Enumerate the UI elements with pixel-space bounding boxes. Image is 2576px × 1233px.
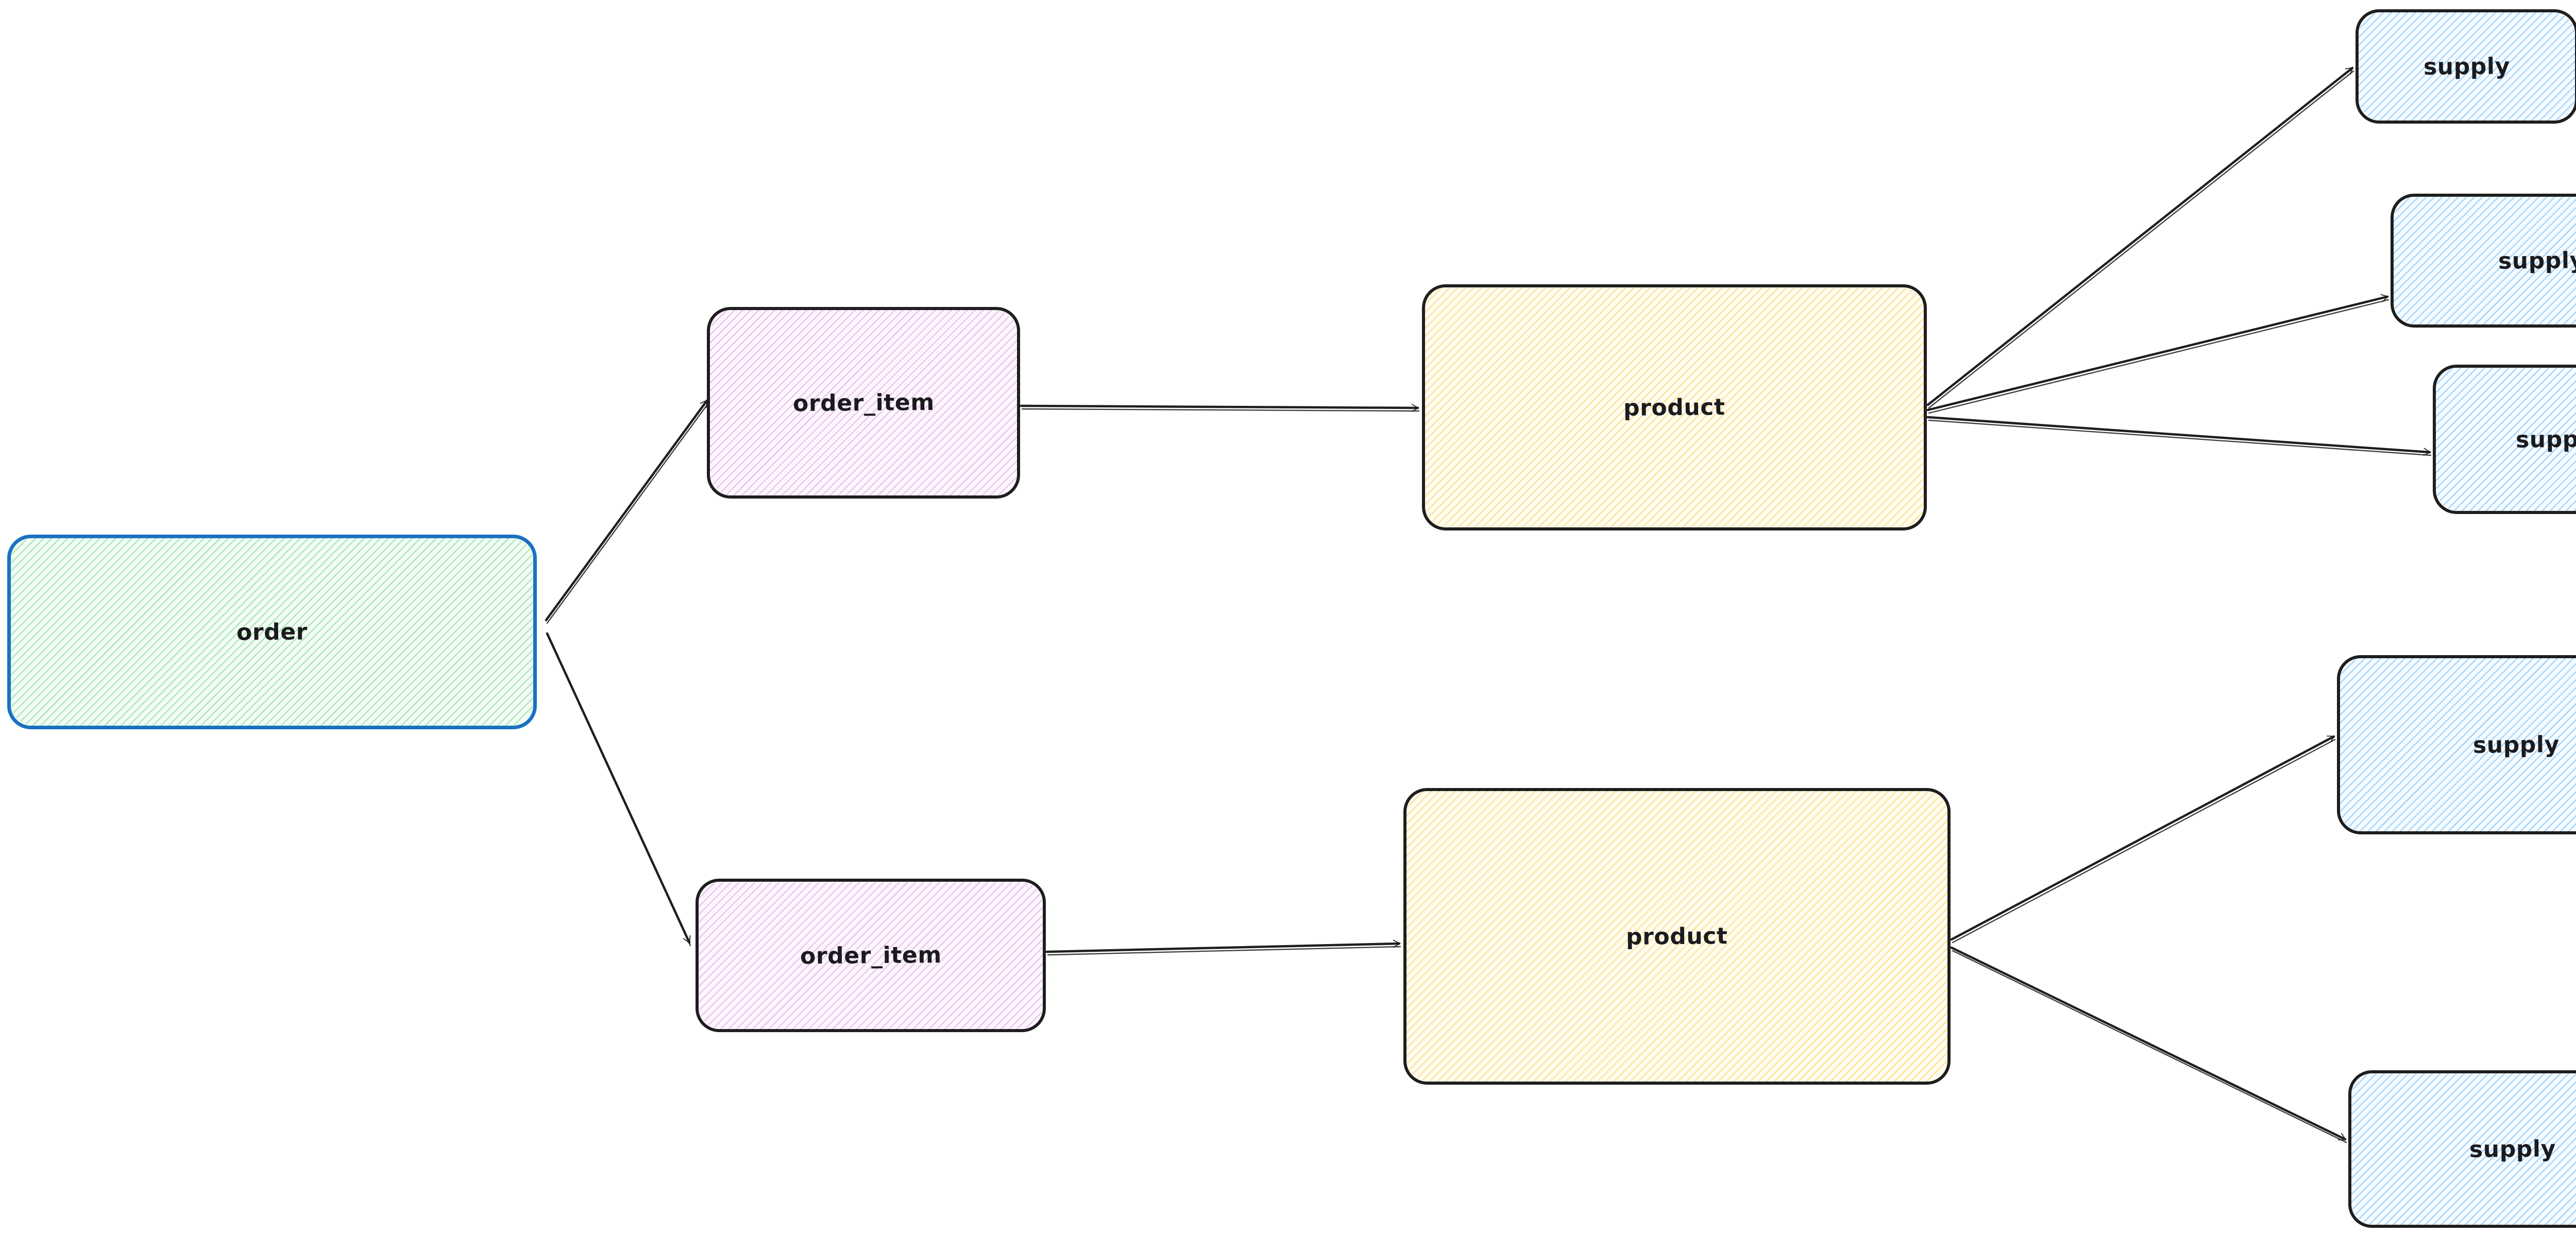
node-supply_3[interactable]: supply: [2433, 365, 2576, 514]
node-label: product: [1626, 922, 1728, 950]
node-product_2[interactable]: product: [1403, 788, 1951, 1085]
node-label: product: [1623, 393, 1725, 421]
edge-e9-sketch-stroke: [1952, 950, 2347, 1143]
node-label: order_item: [800, 941, 942, 969]
edge-e7-sketch-stroke: [1928, 419, 2432, 456]
node-order_item_1[interactable]: order_item: [707, 307, 1020, 499]
node-label: order: [236, 618, 308, 646]
node-supply_2[interactable]: supply: [2391, 194, 2576, 328]
edge-e1[interactable]: [545, 399, 708, 622]
node-label: supply: [2515, 425, 2576, 453]
node-supply_1[interactable]: supply: [2355, 9, 2576, 124]
node-hatch-fill: [699, 882, 1043, 1029]
node-label: supply: [2498, 247, 2576, 275]
node-order[interactable]: order: [7, 535, 537, 729]
node-hatch-fill: [11, 538, 533, 726]
node-hatch-fill: [2351, 1073, 2576, 1225]
edge-e3-sketch-stroke: [1021, 408, 1420, 412]
node-label: supply: [2469, 1135, 2556, 1163]
edge-e8[interactable]: [1950, 735, 2335, 941]
node-product_1[interactable]: product: [1422, 284, 1927, 530]
edge-e7[interactable]: [1926, 416, 2431, 452]
node-hatch-fill: [2340, 658, 2576, 831]
node-hatch-fill: [1406, 791, 1947, 1082]
edge-e4-sketch-stroke: [1047, 946, 1401, 956]
node-supply_5[interactable]: supply: [2348, 1070, 2576, 1228]
node-label: supply: [2423, 53, 2511, 80]
edge-e4[interactable]: [1045, 944, 1401, 953]
node-hatch-fill: [1425, 287, 1924, 527]
edge-e6-sketch-stroke: [1928, 299, 2389, 414]
node-supply_4[interactable]: supply: [2337, 655, 2576, 834]
edge-e2-sketch-stroke: [547, 636, 691, 947]
edge-e8-sketch-stroke: [1952, 739, 2336, 944]
edge-e2[interactable]: [546, 632, 689, 944]
edge-e3[interactable]: [1020, 406, 1419, 408]
node-hatch-fill: [710, 310, 1017, 495]
edge-e5[interactable]: [1926, 66, 2354, 406]
node-hatch-fill: [2394, 197, 2576, 324]
edge-e1-sketch-stroke: [546, 403, 709, 624]
node-hatch-fill: [2359, 12, 2575, 121]
node-order_item_2[interactable]: order_item: [696, 879, 1046, 1032]
node-label: supply: [2472, 731, 2560, 759]
node-label: order_item: [792, 389, 935, 417]
edge-e6[interactable]: [1926, 297, 2389, 412]
edge-e5-sketch-stroke: [1928, 70, 2354, 409]
edge-e9[interactable]: [1950, 946, 2347, 1141]
node-hatch-fill: [2436, 368, 2576, 511]
